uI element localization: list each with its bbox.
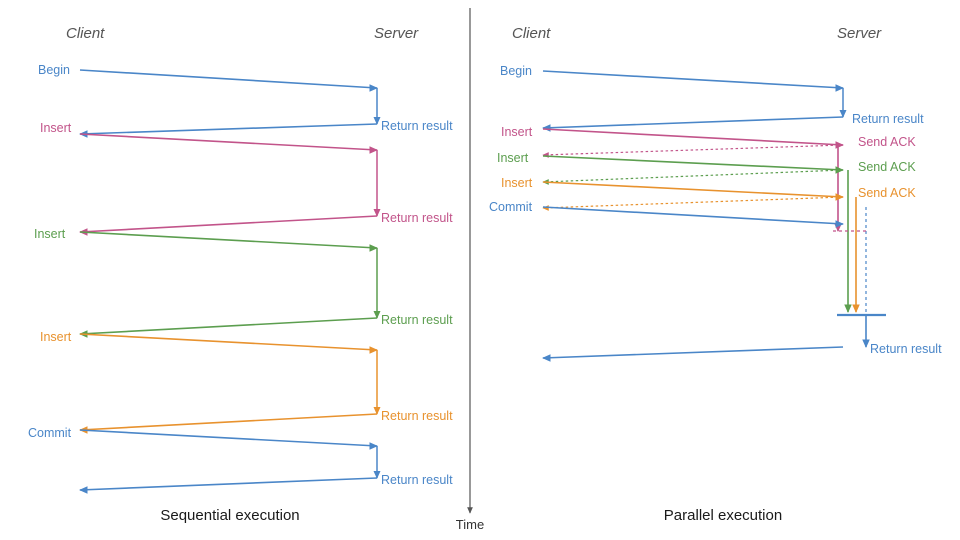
time-axis-layer: Time — [456, 8, 484, 532]
message-label-insert: Insert — [501, 176, 533, 190]
message-arrow-insert[interactable] — [79, 333, 378, 354]
message-label-send-ack: Send ACK — [858, 135, 916, 149]
message-label-return-result: Return result — [381, 119, 453, 133]
message-arrow-begin[interactable] — [542, 70, 844, 92]
message-arrow-return-result[interactable] — [542, 116, 844, 132]
message-label-return-result: Return result — [381, 313, 453, 327]
message-arrow-send-ack[interactable] — [542, 169, 844, 185]
message-arrow-insert[interactable] — [542, 128, 844, 149]
message-label-return-result: Return result — [381, 409, 453, 423]
message-label-begin: Begin — [38, 63, 70, 77]
lifeline-header-client: Client — [512, 25, 551, 42]
message-arrow-insert[interactable] — [542, 181, 844, 201]
message-label-insert: Insert — [497, 151, 529, 165]
message-arrow-return-result[interactable] — [79, 413, 378, 434]
panel-caption-parallel: Parallel execution — [664, 507, 782, 524]
message-label-return-result: Return result — [381, 473, 453, 487]
message-label-send-ack: Send ACK — [858, 160, 916, 174]
message-arrow-insert[interactable] — [79, 231, 378, 252]
message-arrow-return-result[interactable] — [79, 215, 378, 236]
message-label-commit: Commit — [28, 426, 72, 440]
message-arrow-send-ack[interactable] — [542, 196, 844, 211]
message-arrow-begin[interactable] — [79, 69, 378, 92]
lifeline-header-client: Client — [66, 25, 105, 42]
message-label-insert: Insert — [501, 125, 533, 139]
message-label-send-ack: Send ACK — [858, 186, 916, 200]
message-arrow-send-ack[interactable] — [542, 144, 844, 158]
time-axis-label: Time — [456, 517, 484, 532]
message-arrow-return-result[interactable] — [542, 346, 844, 362]
message-label-return-result: Return result — [381, 211, 453, 225]
message-label-return-result: Return result — [852, 112, 924, 126]
message-arrow-return-result[interactable] — [79, 123, 378, 138]
message-arrow-commit[interactable] — [542, 206, 844, 228]
lifeline-header-server: Server — [374, 25, 419, 42]
message-label-commit: Commit — [489, 200, 533, 214]
message-label-insert: Insert — [34, 227, 66, 241]
message-arrow-commit[interactable] — [79, 429, 378, 450]
lifeline-header-server: Server — [837, 25, 882, 42]
panel-caption-sequential: Sequential execution — [160, 507, 299, 524]
message-label-begin: Begin — [500, 64, 532, 78]
message-arrow-return-result[interactable] — [79, 317, 378, 338]
message-arrow-insert[interactable] — [79, 133, 378, 154]
message-label-insert: Insert — [40, 330, 72, 344]
message-arrow-insert[interactable] — [542, 155, 844, 174]
message-label-return-result: Return result — [870, 342, 942, 356]
message-arrow-return-result[interactable] — [79, 477, 378, 494]
message-label-insert: Insert — [40, 121, 72, 135]
